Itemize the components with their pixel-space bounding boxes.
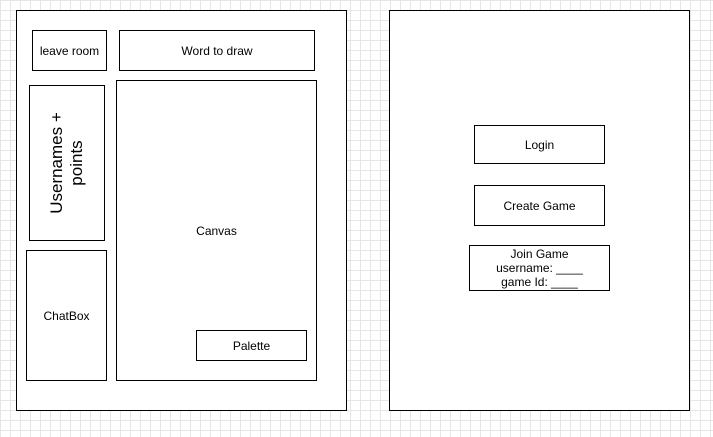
- leave-room-button[interactable]: leave room: [32, 30, 107, 71]
- chatbox-panel[interactable]: ChatBox: [26, 250, 107, 381]
- create-game-button[interactable]: Create Game: [474, 185, 605, 226]
- login-label: Login: [524, 137, 555, 152]
- word-to-draw-box: Word to draw: [119, 30, 315, 71]
- chatbox-label: ChatBox: [43, 308, 90, 323]
- login-button[interactable]: Login: [474, 125, 605, 164]
- canvas-label: Canvas: [196, 224, 237, 238]
- palette-box[interactable]: Palette: [196, 330, 307, 361]
- palette-label: Palette: [232, 338, 271, 353]
- word-to-draw-label: Word to draw: [181, 43, 253, 58]
- usernames-points-label: Usernames + points: [47, 112, 86, 214]
- join-game-title: Join Game: [510, 247, 569, 261]
- usernames-points-panel: Usernames + points: [29, 85, 105, 241]
- create-game-label: Create Game: [503, 198, 576, 213]
- join-game-box[interactable]: Join Game username: ____ game Id: ____: [469, 245, 610, 291]
- leave-room-label: leave room: [39, 43, 100, 58]
- game-id-field[interactable]: game Id: ____: [501, 275, 578, 289]
- username-field[interactable]: username: ____: [496, 261, 583, 275]
